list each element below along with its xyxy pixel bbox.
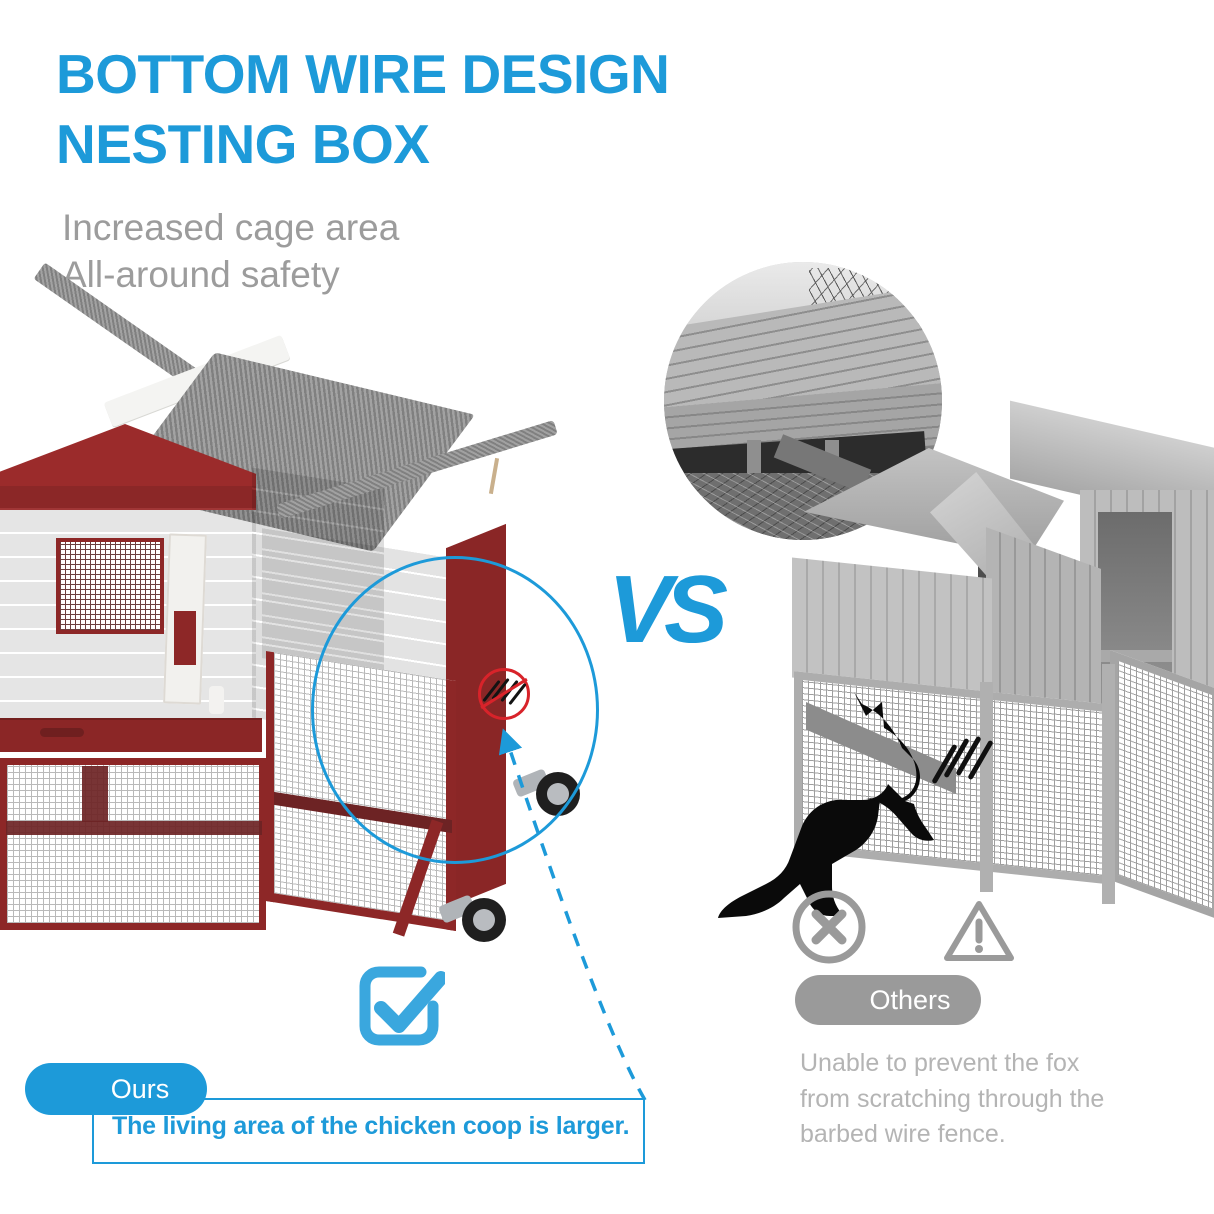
ours-description: The living area of the chicken coop is l… bbox=[112, 1112, 630, 1140]
wheel-hub bbox=[473, 909, 495, 931]
claw-scratch-marks-icon bbox=[931, 728, 1000, 800]
versus-label: VS bbox=[608, 556, 728, 663]
lid-hook bbox=[488, 457, 500, 495]
others-inset-photo bbox=[664, 262, 942, 540]
others-description: Unable to prevent the fox from scratchin… bbox=[800, 1049, 1105, 1148]
no-scratch-icon bbox=[478, 668, 530, 720]
prohibition-ring bbox=[478, 668, 530, 720]
photo-divider-slat bbox=[747, 439, 762, 485]
x-circle-icon bbox=[790, 888, 868, 966]
others-product-image bbox=[780, 400, 1214, 980]
page-title: BOTTOM WIRE DESIGN NESTING BOX bbox=[56, 43, 670, 175]
ours-product-image bbox=[0, 262, 574, 956]
lower-wire-mesh-panel bbox=[0, 758, 266, 930]
caster-wheel bbox=[437, 894, 506, 942]
door-panel bbox=[174, 611, 196, 665]
ours-pill-label: Ours bbox=[110, 1073, 170, 1104]
page-subtitle: Increased cage area All-around safety bbox=[62, 207, 400, 295]
mesh-cross-rail bbox=[6, 821, 262, 835]
fox-silhouette-icon bbox=[716, 672, 936, 922]
check-square-icon bbox=[357, 962, 448, 1050]
tray-handle bbox=[40, 728, 84, 737]
pull-out-tray bbox=[0, 718, 262, 752]
mesh-frame-block bbox=[82, 766, 108, 822]
others-label-pill: Others bbox=[795, 975, 981, 1025]
coop-window bbox=[56, 538, 164, 634]
others-pill-label: Others bbox=[869, 984, 951, 1015]
corner-post bbox=[1102, 664, 1115, 904]
warning-triangle-icon bbox=[943, 898, 1015, 964]
ours-label-pill: Ours bbox=[25, 1063, 207, 1115]
corner-post bbox=[980, 682, 993, 892]
door-latch bbox=[209, 686, 224, 714]
zoom-highlight-circle bbox=[311, 556, 599, 864]
run-mesh-right-panel bbox=[1110, 649, 1214, 921]
